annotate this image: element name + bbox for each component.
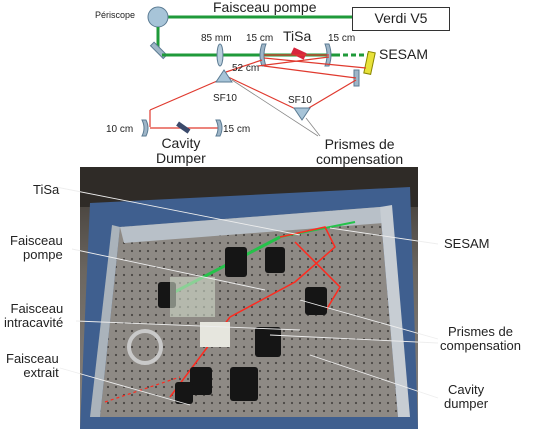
lens-85mm-icon: [217, 44, 223, 66]
setup-photo-drawing: [80, 167, 418, 429]
prism-sf10-2-icon: [294, 108, 310, 120]
mirror-15cm-c-label: 15 cm: [223, 124, 250, 135]
photo-intracavity-label: Faisceau intracavité: [4, 302, 63, 331]
photo-compensation-label: Prismes de compensation: [440, 325, 521, 354]
photo-cavity-dumper-label: Cavity dumper: [444, 383, 488, 412]
sesam-label: SESAM: [379, 47, 428, 62]
schematic-diagram: [0, 0, 538, 170]
pump-beam-title: Faisceau pompe: [213, 0, 317, 15]
mirror-10cm-label: 10 cm: [106, 124, 133, 135]
periscope-label: Périscope: [95, 11, 135, 21]
verdi-laser-box: Verdi V5: [352, 7, 450, 31]
mirror-52cm-label: 52 cm: [232, 63, 259, 74]
verdi-laser-label: Verdi V5: [353, 10, 449, 26]
photo-sesam-label: SESAM: [444, 237, 490, 251]
tisa-crystal-icon: [291, 47, 307, 59]
prism-sf10-2-label: SF10: [288, 95, 312, 106]
mirror-15cm-b-label: 15 cm: [328, 33, 355, 44]
lens-85mm-label: 85 mm: [201, 33, 232, 44]
photo-tisa-label: TiSa: [33, 183, 59, 197]
setup-photo: [80, 167, 418, 429]
photo-pump-beam-label: Faisceau pompe: [10, 234, 63, 263]
mirror-15cm-a-label: 15 cm: [246, 33, 273, 44]
mirror-10cm-icon: [142, 120, 148, 136]
pointer-prism-2: [306, 118, 320, 136]
photo-extracted-label: Faisceau extrait: [6, 352, 59, 381]
periscope-icon: [148, 7, 168, 27]
prism-sf10-1-icon: [216, 70, 232, 82]
tisa-label: TiSa: [283, 29, 311, 44]
compensation-prisms-label: Prismes de compensation: [316, 137, 403, 168]
cavity-dumper-label: Cavity Dumper: [156, 136, 206, 167]
prism-sf10-1-label: SF10: [213, 93, 237, 104]
sesam-icon: [364, 51, 375, 74]
